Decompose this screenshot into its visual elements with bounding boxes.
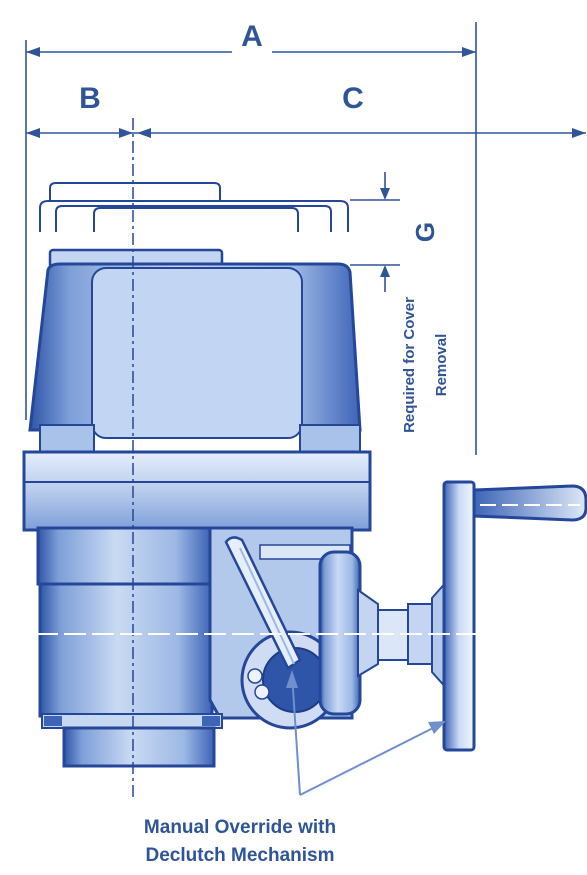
dimension-a: A	[25, 20, 477, 455]
cover-note-line2: Removal	[433, 334, 450, 397]
cover-note-line1: Required for Cover	[401, 297, 418, 433]
centerlines	[8, 118, 580, 800]
callout-leaders	[286, 670, 446, 796]
dimension-c: C	[133, 82, 586, 138]
dimension-a-label: A	[241, 20, 263, 53]
dimension-b: B	[26, 82, 133, 138]
dimension-b-label: B	[79, 82, 101, 115]
cover-clearance-outline	[39, 182, 349, 232]
callout-line1: Manual Override with	[144, 817, 336, 838]
callout-line2: Declutch Mechanism	[146, 845, 335, 866]
dimension-c-label: C	[342, 82, 364, 115]
dimension-g-label: G	[410, 222, 440, 242]
dimension-g: G	[350, 172, 440, 292]
callout-caption: Manual Override with Declutch Mechanism	[144, 817, 336, 866]
cover-removal-note: Required for Cover Removal	[401, 297, 450, 433]
handwheel	[318, 480, 587, 752]
